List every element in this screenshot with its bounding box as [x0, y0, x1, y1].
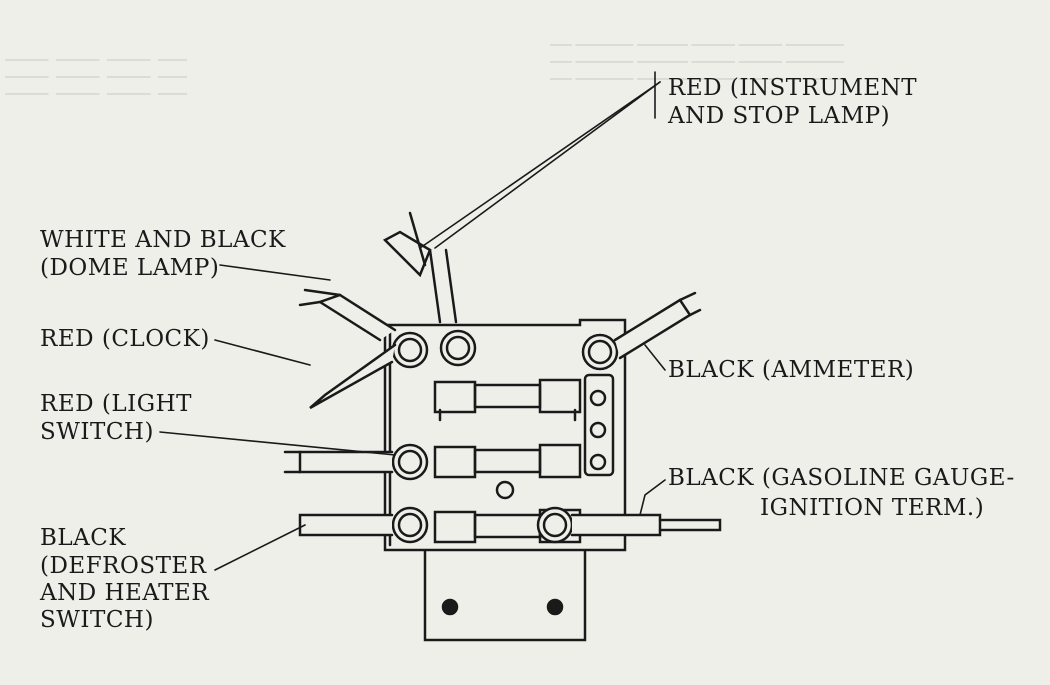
label-clock: RED (CLOCK): [40, 326, 210, 352]
label-defroster-line1: BLACK: [40, 525, 127, 551]
label-defroster-line3: AND HEATER: [40, 580, 210, 606]
wire-clock: [309, 343, 397, 410]
wire-gasoline: [570, 513, 722, 537]
wire-ammeter: [613, 291, 702, 360]
mounting-bracket: [423, 546, 587, 642]
label-defroster-line2: (DEFROSTER: [40, 553, 207, 579]
bleed-through-left: ────── ────── ────── ──── ────── ────── …: [5, 53, 187, 101]
label-defroster-line4: SWITCH): [40, 607, 154, 633]
wire-defroster: [298, 513, 394, 537]
label-dome-line2: (DOME LAMP): [40, 255, 220, 281]
terminal-nuts: [391, 329, 619, 544]
bleed-through-right: ─── ──────── ─────── ────── ────── ─────…: [550, 38, 844, 86]
wire-instrument: [382, 211, 458, 324]
wire-light: [283, 450, 394, 474]
wire-dome: [298, 288, 397, 342]
terminal-block-body: [383, 318, 627, 552]
label-dome-line1: WHITE AND BLACK: [40, 227, 286, 253]
label-gasoline-line1: BLACK (GASOLINE GAUGE-: [668, 465, 1015, 491]
fuse-row-2: [433, 443, 582, 479]
label-ammeter: BLACK (AMMETER): [668, 357, 915, 383]
fuse-row-1: [433, 378, 582, 422]
label-light-line1: RED (LIGHT: [40, 391, 192, 417]
label-red-instrument-line2: AND STOP LAMP): [668, 103, 891, 129]
label-red-instrument-line1: RED (INSTRUMENT: [668, 75, 918, 101]
label-gasoline-line2: IGNITION TERM.): [760, 495, 985, 521]
label-light-line2: SWITCH): [40, 419, 154, 445]
leader-lines: [159, 71, 666, 571]
